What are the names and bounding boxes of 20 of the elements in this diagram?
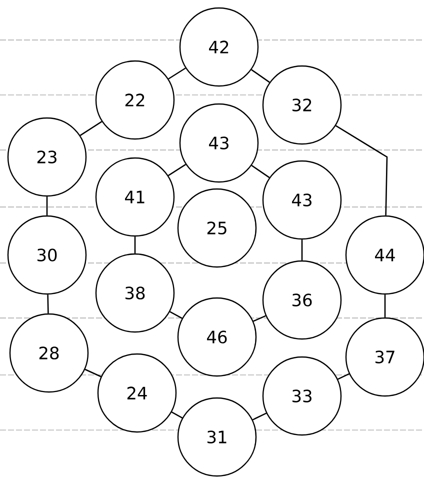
connector-line bbox=[168, 164, 186, 176]
node-label: 37 bbox=[375, 350, 394, 364]
connector-line bbox=[171, 412, 183, 418]
connector-line bbox=[335, 125, 388, 216]
connector-line bbox=[384, 294, 386, 318]
connector-line bbox=[47, 294, 49, 314]
connector-line bbox=[251, 69, 270, 83]
connector-line bbox=[84, 368, 102, 378]
connector-line bbox=[338, 373, 350, 380]
connector-line bbox=[251, 164, 270, 178]
node-label: 44 bbox=[375, 248, 395, 262]
connector-line bbox=[253, 315, 266, 322]
connector-line bbox=[301, 240, 303, 260]
connector-line bbox=[46, 196, 48, 216]
connector-line bbox=[252, 412, 267, 420]
connector-line bbox=[134, 236, 136, 254]
connector-line bbox=[80, 120, 102, 136]
connector-line bbox=[168, 68, 186, 80]
node-label: 31 bbox=[207, 430, 226, 444]
connector-line bbox=[170, 311, 182, 319]
